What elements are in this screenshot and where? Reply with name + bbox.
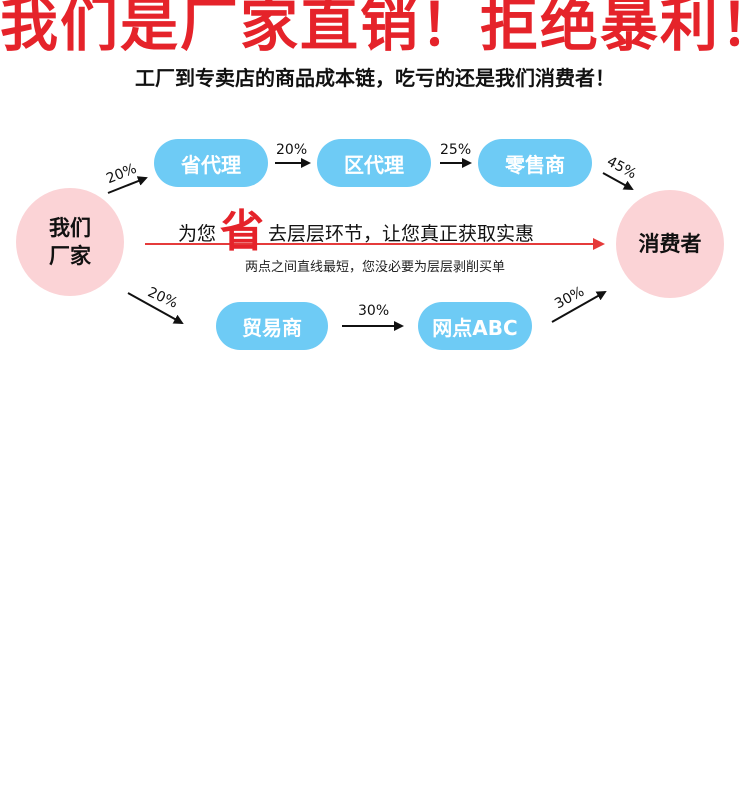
manufacturer-label-1: 我们 xyxy=(49,215,91,240)
retailer-node: 零售商 xyxy=(478,139,592,187)
trader-node: 贸易商 xyxy=(216,302,328,350)
consumer-node: 消费者 xyxy=(616,190,724,298)
outlet-label: 网点ABC xyxy=(432,315,518,340)
manufacturer-node: 我们 厂家 xyxy=(16,188,124,296)
district-agent-node: 区代理 xyxy=(317,139,431,187)
provincial-agent-node: 省代理 xyxy=(154,139,268,187)
pct-trader-to-outlet: 30% xyxy=(358,303,390,319)
arrow-to-trader xyxy=(127,292,184,324)
headline: 我们是厂家直销！拒绝暴利！ xyxy=(0,0,750,59)
savings-note: 两点之间直线最短，您没必要为层层剥削买单 xyxy=(244,260,505,275)
savings-suffix: 去层层环节，让您真正获取实惠 xyxy=(268,222,535,245)
consumer-label: 消费者 xyxy=(638,231,702,256)
savings-line: 为您 省 去层层环节，让您真正获取实惠 xyxy=(178,210,534,254)
savings-emphasis: 省 xyxy=(220,206,265,257)
district-agent-label: 区代理 xyxy=(344,152,404,177)
retailer-label: 零售商 xyxy=(505,152,565,177)
outlet-node: 网点ABC xyxy=(418,302,532,350)
arrow-retailer-to-consumer xyxy=(602,172,634,190)
provincial-agent-label: 省代理 xyxy=(181,152,241,177)
arrow-to-provincial xyxy=(107,176,148,194)
arrow-outlet-to-consumer xyxy=(551,291,607,323)
pct-district-to-retailer: 25% xyxy=(440,142,472,158)
manufacturer-label-2: 厂家 xyxy=(49,244,91,268)
pct-provincial-to-district: 20% xyxy=(276,142,308,158)
subtitle: 工厂到专卖店的商品成本链，吃亏的还是我们消费者！ xyxy=(135,66,615,90)
savings-prefix: 为您 xyxy=(178,222,217,245)
trader-label: 贸易商 xyxy=(242,315,302,340)
